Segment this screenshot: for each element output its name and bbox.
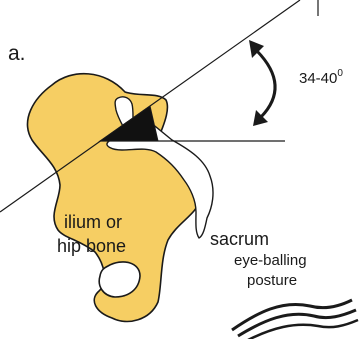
angle-value: 34-40 <box>299 70 337 87</box>
angle-arrow <box>257 51 275 117</box>
ilium-label-line-1: ilium or <box>64 212 122 232</box>
panel-label: a. <box>8 42 26 65</box>
posture-label-line-1: eye-balling <box>234 252 307 269</box>
angle-label: 34-400 <box>299 68 343 87</box>
posture-label-line-2: posture <box>247 272 297 289</box>
sacrum-label: sacrum <box>210 229 269 249</box>
angle-unit: 0 <box>337 68 343 79</box>
ilium-label-line-2: hip bone <box>57 236 126 256</box>
